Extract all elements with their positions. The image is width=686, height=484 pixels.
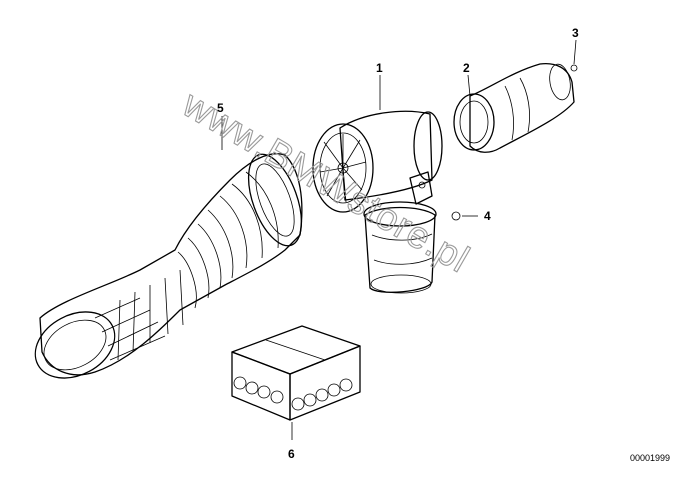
reference-number: 00001999 bbox=[630, 453, 670, 463]
callout-1: 1 bbox=[376, 61, 383, 75]
leader-3 bbox=[573, 39, 577, 65]
callout-4: 4 bbox=[484, 209, 491, 223]
part-4-clip bbox=[451, 211, 478, 221]
part-3-screw bbox=[570, 39, 578, 72]
callout-5: 5 bbox=[217, 101, 224, 115]
part-5-intake-hose bbox=[34, 153, 303, 379]
part-2-rubber-boot bbox=[453, 62, 575, 153]
part-6-filter-element bbox=[231, 325, 361, 440]
callout-6: 6 bbox=[288, 447, 295, 461]
callout-2: 2 bbox=[463, 61, 470, 75]
callout-3: 3 bbox=[572, 26, 579, 40]
leader-2 bbox=[467, 74, 471, 97]
part-1-air-flow-meter bbox=[312, 75, 443, 294]
